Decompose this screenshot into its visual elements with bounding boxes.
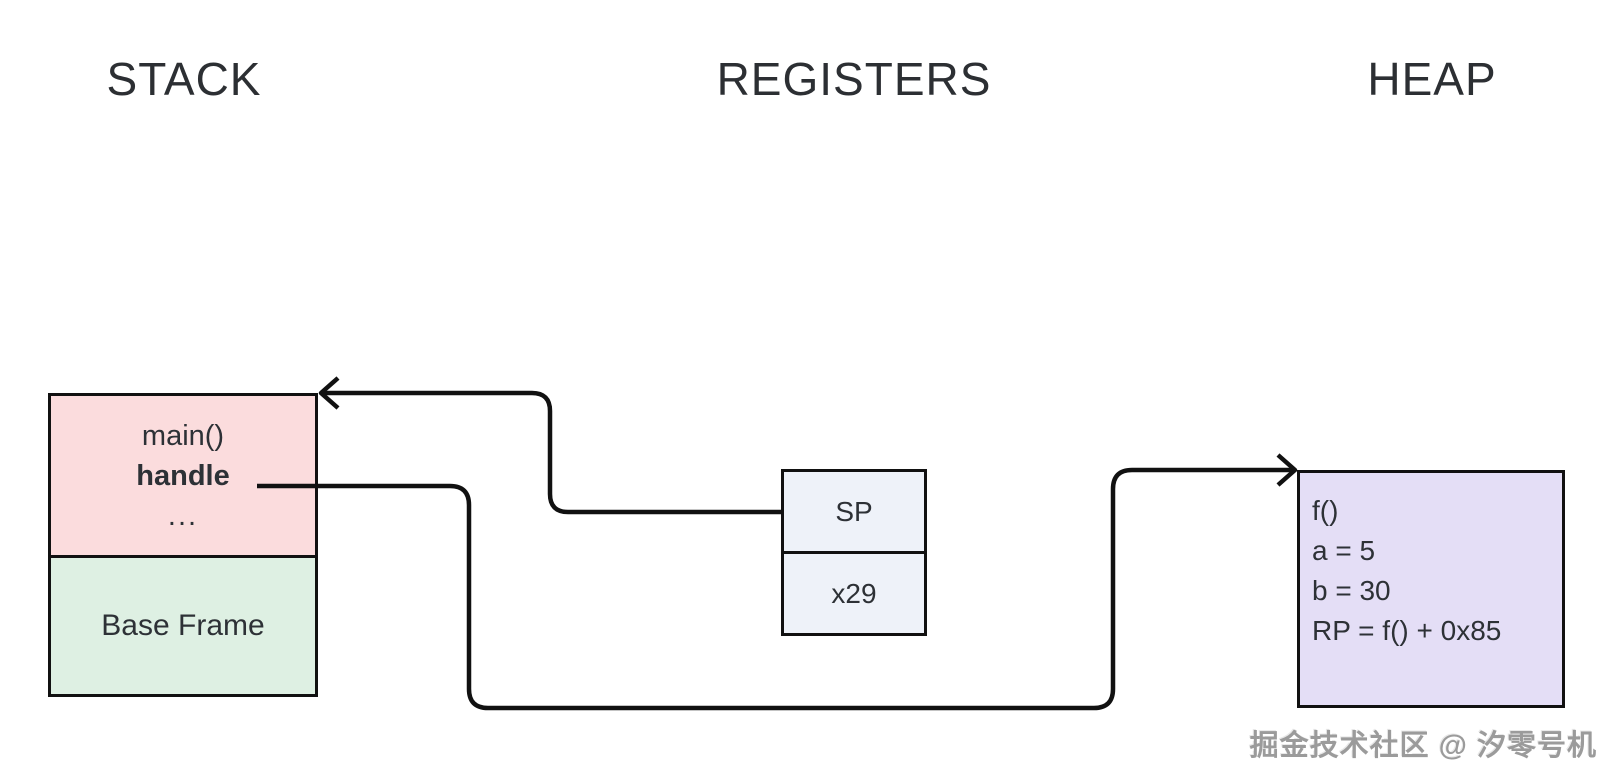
registers-box: SP x29 (781, 469, 927, 636)
stack-frame-line-main: main() (141, 419, 225, 452)
stack-base-frame: Base Frame (51, 558, 315, 694)
base-frame-label: Base Frame (101, 609, 265, 642)
registers-title: REGISTERS (716, 53, 992, 105)
register-x29-label: x29 (831, 577, 877, 609)
stack-box: main() handle ... Base Frame (48, 393, 318, 697)
stack-frame-line-handle: handle (136, 459, 230, 492)
arrow-handle-to-heap (257, 453, 1298, 711)
heap-line-a: a = 5 (1312, 535, 1376, 566)
register-cell-x29: x29 (784, 554, 924, 633)
heap-box: f() a = 5 b = 30 RP = f() + 0x85 (1297, 470, 1565, 708)
arrowhead-left-icon (318, 376, 340, 410)
heap-line-b: b = 30 (1312, 575, 1391, 606)
stack-frame-line-ellipsis: ... (167, 499, 199, 532)
register-cell-sp: SP (784, 472, 924, 554)
arrowhead-right-icon (1276, 453, 1298, 487)
stack-title: STACK (106, 53, 262, 105)
heap-title: HEAP (1367, 53, 1497, 105)
register-sp-label: SP (835, 495, 873, 527)
arrow-sp-to-stack-top (318, 376, 781, 515)
heap-line-f: f() (1312, 495, 1339, 526)
stack-top-frame: main() handle ... (51, 396, 315, 558)
heap-line-rp: RP = f() + 0x85 (1312, 615, 1502, 646)
watermark: 掘金技术社区 @ 汐零号机 (1249, 730, 1597, 762)
